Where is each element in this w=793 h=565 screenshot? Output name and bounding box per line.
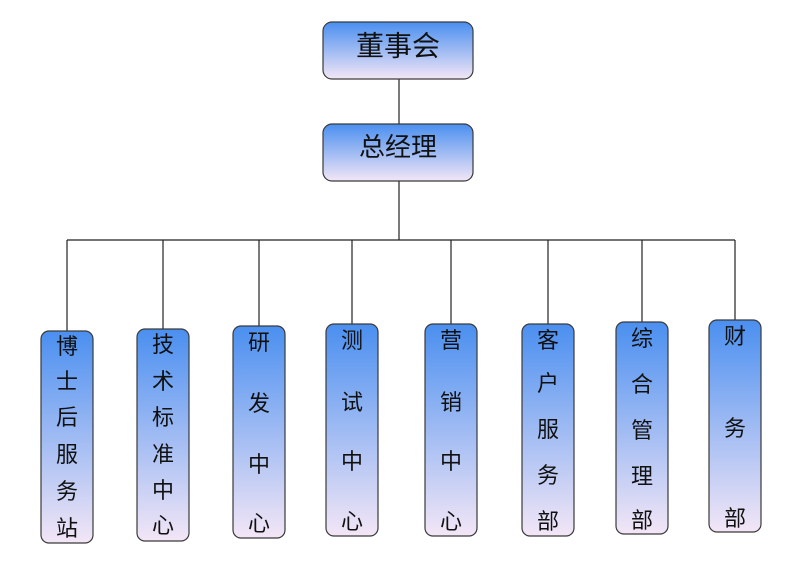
general-manager-node: 总经理 [322,123,474,182]
department-label-customer-service-dept: 客户服务部 [537,329,559,535]
department-box-postdoc-station [40,330,94,544]
department-box-testing-center [325,323,379,537]
department-label-rnd-center: 研发中心 [248,331,270,537]
connectors [67,79,735,241]
department-label-postdoc-station: 博士后服务站 [56,335,78,542]
department-box-customer-service-dept [521,323,575,537]
department-box-finance-dept [708,319,762,533]
board-node: 董事会 [322,21,474,80]
department-node-general-admin-dept: 综合管理部 [615,240,669,535]
board-box [322,21,474,80]
general-manager-label: 总经理 [359,133,437,163]
department-node-rnd-center: 研发中心 [232,240,286,539]
board-label: 董事会 [356,30,440,63]
department-box-marketing-center [424,323,478,537]
department-node-tech-standards-center: 技术标准中心 [136,240,190,542]
department-box-rnd-center [232,325,286,539]
department-node-customer-service-dept: 客户服务部 [521,240,575,537]
department-label-general-admin-dept: 综合管理部 [631,327,653,534]
department-label-finance-dept: 财务部 [724,325,746,532]
department-node-finance-dept: 财务部 [708,240,762,533]
department-nodes: 博士后服务站 技术标准中心 研发中心 测试中心 营销中心 客户服务部 综合管理部 财务部 [40,240,762,544]
department-node-testing-center: 测试中心 [325,240,379,537]
department-node-marketing-center: 营销中心 [424,240,478,537]
department-label-marketing-center: 营销中心 [440,329,462,535]
department-label-tech-standards-center: 技术标准中心 [152,333,174,539]
department-label-testing-center: 测试中心 [341,329,363,535]
department-node-postdoc-station: 博士后服务站 [40,240,94,544]
general-manager-box [322,123,474,182]
department-box-tech-standards-center [136,328,190,542]
department-box-general-admin-dept [615,321,669,535]
